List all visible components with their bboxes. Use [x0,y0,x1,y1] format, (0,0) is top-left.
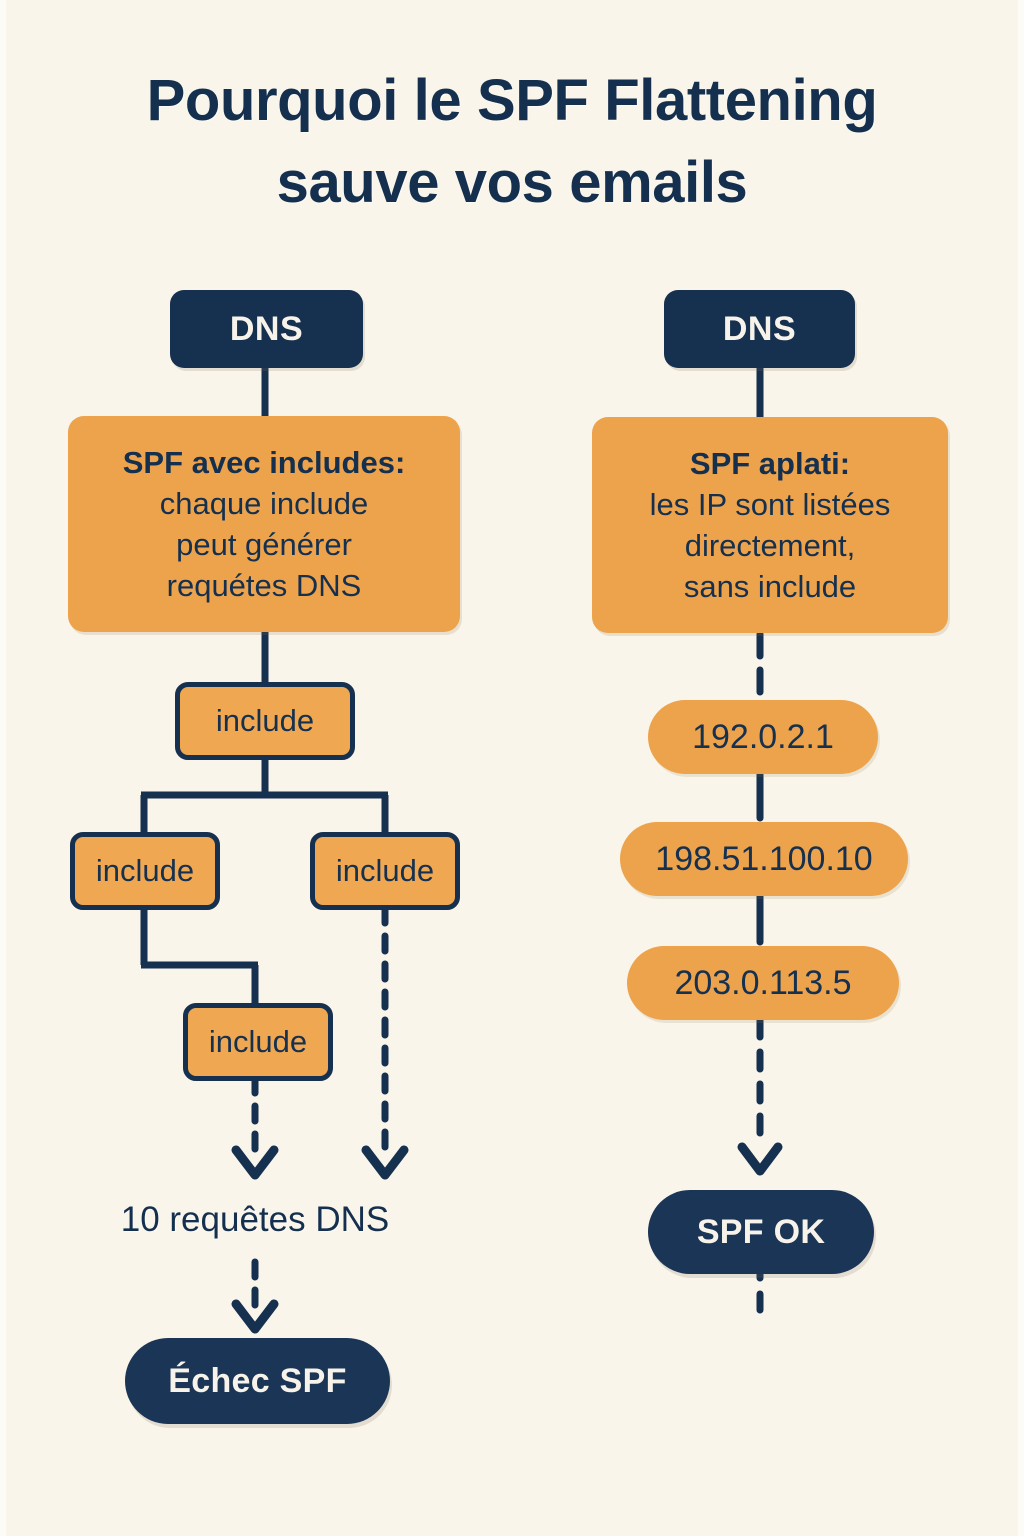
ip-node-2[interactable]: 198.51.100.10 [620,822,908,896]
spf-failure-label: Échec SPF [168,1361,347,1400]
spf-ok-node[interactable]: SPF OK [648,1190,874,1274]
ip-node-1-value: 192.0.2.1 [692,717,834,756]
spf-failure-node[interactable]: Échec SPF [125,1338,390,1424]
right-dns-label: DNS [722,309,797,348]
left-panel-line-2: chaque include [159,485,369,521]
include-node-1[interactable]: include [175,682,355,760]
title-line-2: sauve vos emails [276,150,748,216]
left-spf-panel[interactable]: SPF avec includes: chaque include peut g… [68,416,460,632]
ip-node-3-value: 203.0.113.5 [674,963,852,1002]
right-spf-panel[interactable]: SPF aplati: les IP sont listées directem… [592,417,948,633]
dns-query-count-text: 10 requêtes DNS [120,1200,390,1239]
include-node-2-label: include [95,853,195,888]
include-node-3[interactable]: include [310,832,460,910]
include-node-1-label: include [215,703,315,738]
right-panel-line-4: sans include [683,569,857,605]
include-node-4-label: include [208,1024,308,1059]
left-dns-label: DNS [229,309,304,348]
ip-node-1[interactable]: 192.0.2.1 [648,700,878,774]
page-edge-left [0,0,6,1536]
left-dns-node[interactable]: DNS [170,290,363,368]
include-node-4[interactable]: include [183,1003,333,1081]
arrowhead-right-result [737,1142,783,1176]
spf-ok-label: SPF OK [696,1212,826,1251]
arrowhead-left-include3 [361,1145,409,1180]
ip-node-3[interactable]: 203.0.113.5 [627,946,899,1020]
include-node-3-label: include [335,853,435,888]
ip-node-2-value: 198.51.100.10 [655,839,873,878]
include-node-2[interactable]: include [70,832,220,910]
right-dns-node[interactable]: DNS [664,290,855,368]
left-panel-line-4: requétes DNS [166,568,362,604]
poster-title: Pourquoi le SPF Flattening sauve vos ema… [0,60,1024,225]
left-panel-line-3: peut générer [176,527,352,562]
right-panel-line-2: les IP sont listées [649,486,891,522]
page-edge-right [1018,0,1024,1536]
left-panel-heading: SPF avec includes: [122,444,406,480]
title-line-1: Pourquoi le SPF Flattening [146,68,878,133]
dns-query-count-label: 10 requêtes DNS [45,1195,465,1245]
arrowhead-left-include4 [231,1145,279,1180]
right-panel-heading: SPF aplati: [689,445,851,481]
arrowhead-left-result [231,1299,279,1334]
right-panel-line-3: directement, [684,528,856,563]
